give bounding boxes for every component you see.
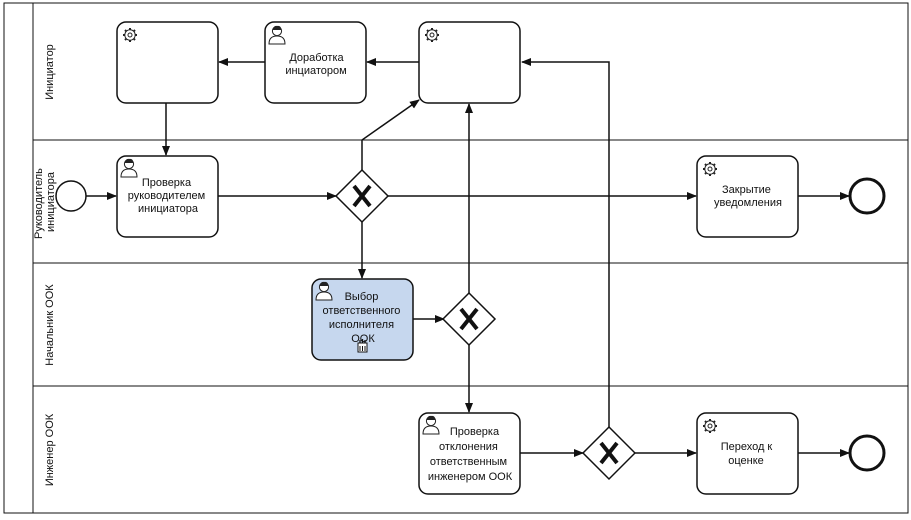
- lane-label-ook-head: Начальник ООК: [44, 284, 56, 366]
- task-rework-by-initiator[interactable]: Доработка инциатором: [264, 21, 367, 104]
- flow-gateway-to-initiator-service-return: [521, 58, 610, 427]
- gateway-executor-decision[interactable]: [441, 291, 497, 347]
- lane-ook-head: Начальник ООК: [33, 284, 908, 387]
- task-go-to-assessment[interactable]: Переход к оценке: [696, 412, 799, 495]
- gear-icon: [702, 161, 718, 177]
- task-label-rejection-check: Проверка отклонения ответственным инжене…: [428, 426, 513, 483]
- gear-icon: [702, 418, 718, 434]
- gear-icon: [122, 27, 138, 43]
- flow-gateway-to-initiator-service: [361, 99, 420, 170]
- task-label-rework: Доработка инциатором: [285, 52, 346, 77]
- lane-label-initiator: Инициатор: [44, 44, 56, 100]
- task-service-initiator-left[interactable]: [116, 21, 219, 104]
- task-rejection-check[interactable]: Проверка отклонения ответственным инжене…: [418, 412, 521, 495]
- start-event[interactable]: [55, 180, 87, 212]
- task-label-close-notification: Закрытие уведомления: [714, 184, 782, 209]
- lane-manager: Руководитель инициатора: [33, 165, 908, 264]
- task-manager-check[interactable]: Проверка руководителем инициатора: [116, 155, 219, 238]
- gear-icon: [424, 27, 440, 43]
- gateway-rejection-decision[interactable]: [581, 425, 637, 481]
- task-label-choose-executor: Выбор ответственного исполнителя ООК: [323, 291, 404, 345]
- task-service-initiator-right[interactable]: [418, 21, 521, 104]
- task-choose-executor[interactable]: Выбор ответственного исполнителя ООК: [311, 278, 414, 361]
- gateway-manager-decision[interactable]: [334, 168, 390, 224]
- lane-initiator: Инициатор: [33, 44, 908, 141]
- task-label-manager-check: Проверка руководителем инициатора: [128, 177, 209, 215]
- hand-cursor-icon: [357, 339, 368, 353]
- lane-label-ook-engineer: Инженер ООК: [44, 413, 56, 486]
- lane-ook-engineer: Инженер ООК: [44, 413, 56, 486]
- sequence-flows: [86, 58, 850, 457]
- lane-label-manager: Руководитель инициатора: [33, 165, 57, 239]
- task-close-notification[interactable]: Закрытие уведомления: [696, 155, 799, 238]
- task-label-go-to-assessment: Переход к оценке: [721, 441, 776, 467]
- end-event-assessment[interactable]: [848, 434, 886, 472]
- end-event-close[interactable]: [848, 177, 886, 215]
